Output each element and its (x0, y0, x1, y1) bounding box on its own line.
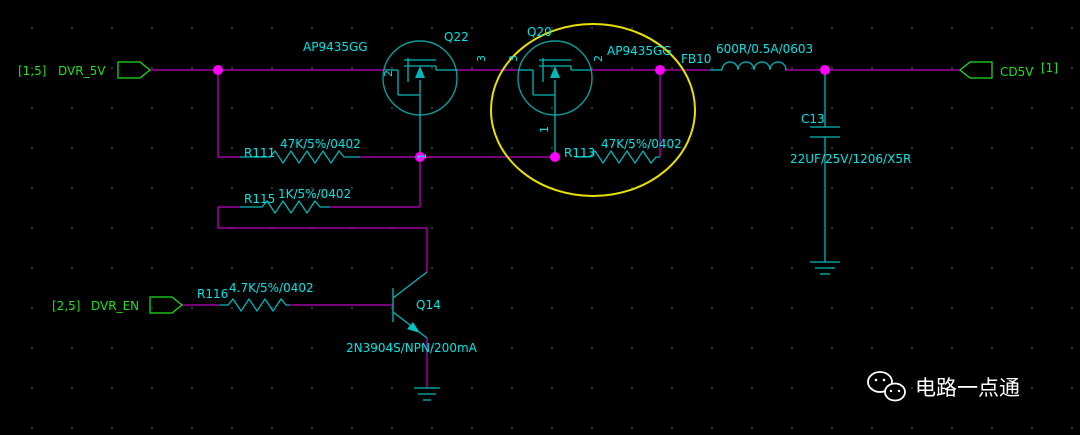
r113-body (575, 149, 660, 165)
c13-value: 22UF/25V/1206/X5R (790, 152, 911, 166)
watermark-text: 电路一点通 (915, 376, 1020, 400)
cd5v-port (959, 61, 993, 79)
q20-pin1: 1 (538, 126, 551, 133)
q22-ref: Q22 (444, 30, 469, 44)
highlight-ellipse (490, 23, 696, 197)
r116-body (220, 297, 290, 313)
q20-ref: Q20 (527, 25, 552, 39)
r111-body (240, 149, 360, 165)
r111-value: 47K/5%/0402 (280, 137, 361, 151)
r116-ref: R116 (197, 287, 228, 301)
dvr-en-port (149, 296, 183, 314)
q20-part: AP9435GG (607, 44, 672, 58)
fb10-value: 600R/0.5A/0603 (716, 42, 813, 56)
q22-mosfet (382, 40, 458, 157)
cd5v-ref: [1] (1041, 61, 1058, 75)
c13-ref: C13 (801, 112, 825, 126)
q22-pin2: 2 (382, 70, 395, 77)
r115-value: 1K/5%/0402 (278, 187, 351, 201)
resistors (220, 149, 660, 313)
r116-value: 4.7K/5%/0402 (229, 281, 314, 295)
fb10-ferrite (710, 61, 787, 71)
q14-part: 2N3904S/NPN/200mA (346, 341, 478, 355)
q14-ref: Q14 (416, 298, 441, 312)
dvr-en-ref: [2,5] (52, 299, 80, 313)
fb10-ref: FB10 (681, 52, 711, 66)
cd5v-name: CD5V (1000, 65, 1034, 79)
r111-ref: R111 (244, 146, 275, 160)
wires (150, 69, 960, 388)
r113-value: 47K/5%/0402 (601, 137, 682, 151)
wechat-icon (867, 371, 906, 402)
dvr-5v-ref: [1,5] (18, 64, 46, 78)
q20-mosfet (517, 40, 593, 157)
net-ports (117, 61, 993, 314)
dvr-5v-port (117, 61, 151, 79)
q22-part: AP9435GG (303, 40, 368, 54)
r113-ref: R113 (564, 146, 595, 160)
q20-pin2: 2 (592, 55, 605, 62)
q22-pin1: 1 (416, 153, 429, 160)
r115-ref: R115 (244, 192, 275, 206)
q20-pin3: 3 (507, 55, 520, 62)
dvr-5v-name: DVR_5V (58, 64, 106, 78)
dvr-en-name: DVR_EN (91, 299, 139, 313)
junctions (213, 65, 830, 162)
q22-pin3: 3 (475, 55, 488, 62)
q14-npn (392, 271, 440, 401)
c13-capacitor (810, 70, 840, 275)
r115-body (240, 199, 330, 215)
